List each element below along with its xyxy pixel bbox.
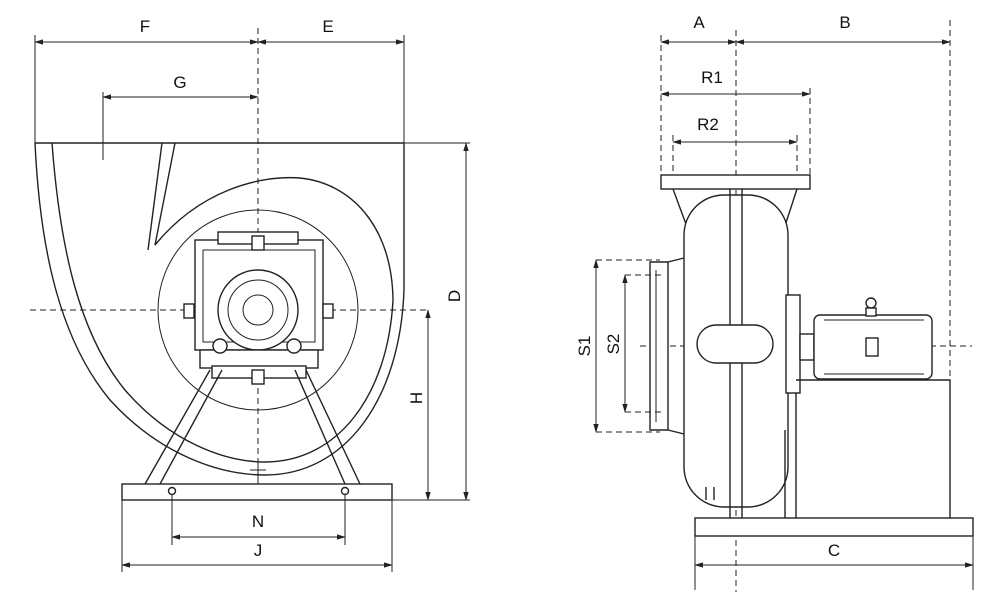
impeller-circle xyxy=(157,209,359,411)
terminal-box xyxy=(865,337,879,357)
label-G: G xyxy=(173,73,186,92)
scroll-housing-outer xyxy=(34,142,405,476)
lifting-eye xyxy=(865,297,877,309)
label-J: J xyxy=(254,541,263,560)
label-H: H xyxy=(407,392,426,404)
label-S1: S1 xyxy=(575,336,594,357)
side-view: A B R1 R2 S1 S2 C xyxy=(575,13,974,592)
inlet-flange xyxy=(649,261,669,431)
label-F: F xyxy=(140,17,150,36)
shaft xyxy=(242,294,274,326)
label-E: E xyxy=(322,17,333,36)
label-R2: R2 xyxy=(697,115,719,134)
stand-frame xyxy=(144,369,361,485)
label-D: D xyxy=(445,290,464,302)
label-A: A xyxy=(693,13,705,32)
mount-hole-left xyxy=(167,486,177,496)
front-view: F E G D H N J xyxy=(30,17,470,572)
base-plate xyxy=(121,483,393,501)
scroll-housing-inner xyxy=(51,142,394,463)
shaft-slot xyxy=(696,324,774,364)
label-N: N xyxy=(252,512,264,531)
label-S2: S2 xyxy=(604,334,623,355)
side-base xyxy=(694,517,974,537)
label-B: B xyxy=(839,13,850,32)
mount-hole-right xyxy=(340,486,350,496)
label-R1: R1 xyxy=(701,68,723,87)
label-C: C xyxy=(828,541,840,560)
hub-outer xyxy=(217,269,299,351)
outlet-flange xyxy=(660,174,811,190)
